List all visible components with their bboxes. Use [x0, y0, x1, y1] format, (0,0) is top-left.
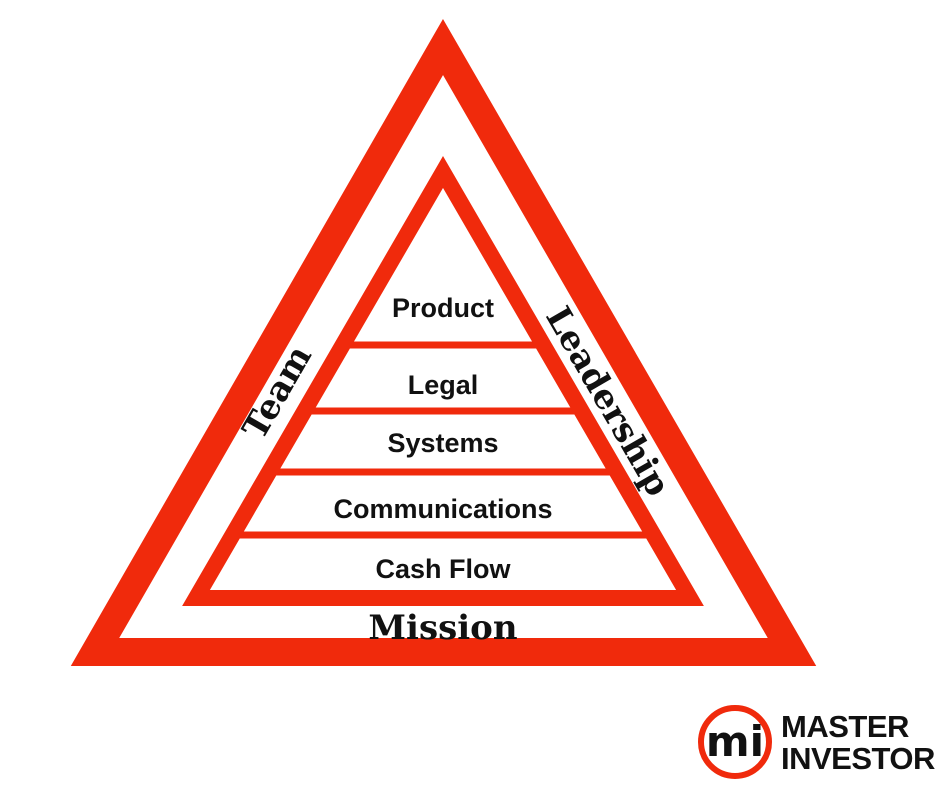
- level-label-product: Product: [392, 293, 494, 323]
- master-investor-logo-icon: mi: [698, 705, 772, 779]
- level-label-systems: Systems: [387, 428, 498, 458]
- level-label-legal: Legal: [408, 370, 479, 400]
- logo-text-master: MASTER: [781, 709, 909, 744]
- outer-triangle: [70, 18, 817, 666]
- side-label-mission: Mission: [368, 608, 517, 648]
- inner-pyramid: [182, 156, 704, 606]
- level-label-cash-flow: Cash Flow: [375, 554, 511, 584]
- master-investor-logo: mi MASTER INVESTOR: [698, 705, 936, 779]
- logo-mark: mi: [706, 717, 764, 766]
- logo-text-investor: INVESTOR: [781, 741, 935, 776]
- level-label-communications: Communications: [333, 494, 552, 524]
